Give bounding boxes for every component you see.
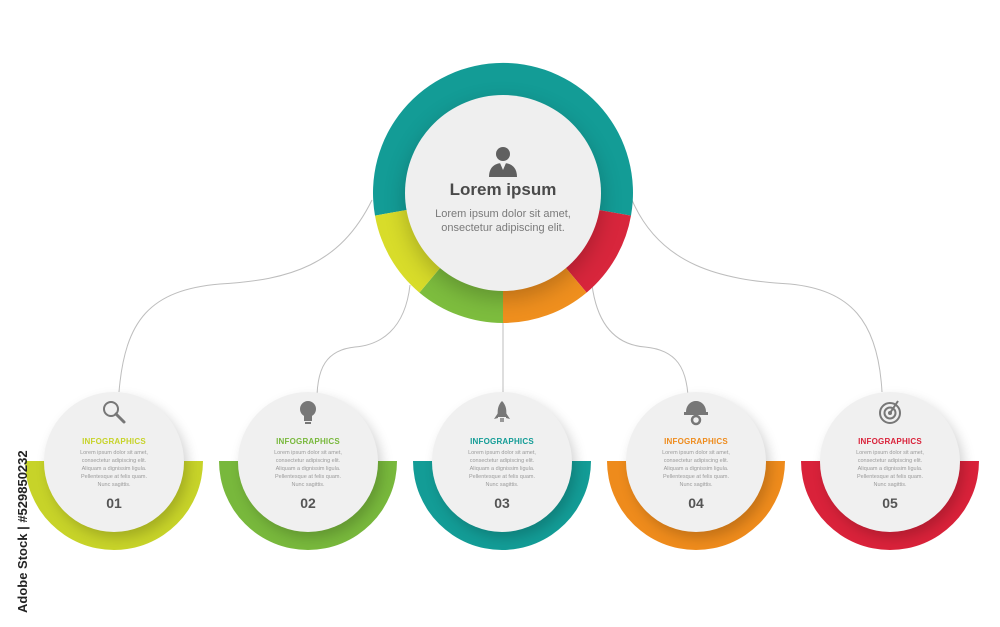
connector-4 <box>591 284 689 396</box>
node-circle-2: INFOGRAPHICS Lorem ipsum dolor sit amet,… <box>238 392 378 532</box>
node-text-line: Aliquam a dignissim ligula. <box>663 466 729 472</box>
connector-lines <box>118 199 883 396</box>
node-text-line: Nunc sagittis. <box>291 482 325 488</box>
node-text-line: Nunc sagittis. <box>679 482 713 488</box>
node-label: INFOGRAPHICS <box>858 437 922 446</box>
node-text-line: Aliquam a dignissim ligula. <box>469 466 535 472</box>
node-number: 05 <box>882 495 898 511</box>
node-number: 01 <box>106 495 122 511</box>
central-text-line: Lorem ipsum dolor sit amet, <box>435 208 571 220</box>
connector-5 <box>631 199 883 393</box>
watermark-text: Adobe Stock | #529850232 <box>15 450 30 613</box>
lightbulb-icon <box>300 401 316 424</box>
central-circle: Lorem ipsum Lorem ipsum dolor sit amet, … <box>405 95 601 291</box>
node-text: Lorem ipsum dolor sit amet, consectetur … <box>68 449 160 489</box>
node-text-line: Nunc sagittis. <box>485 482 519 488</box>
node-text-line: Lorem ipsum dolor sit amet, <box>856 450 924 456</box>
node-circle-3: INFOGRAPHICS Lorem ipsum dolor sit amet,… <box>432 392 572 532</box>
connector-2 <box>316 284 411 396</box>
node-circle-1: INFOGRAPHICS Lorem ipsum dolor sit amet,… <box>44 392 184 532</box>
node-text-line: Lorem ipsum dolor sit amet, <box>80 450 148 456</box>
node-text-line: consectetur adipiscing elit. <box>663 458 729 464</box>
node-text: Lorem ipsum dolor sit amet, consectetur … <box>650 449 742 489</box>
node-text-line: Pellentesque at felis quam. <box>856 474 924 480</box>
node-text-line: consectetur adipiscing elit. <box>469 458 535 464</box>
node-number: 02 <box>300 495 316 511</box>
node-text-line: Pellentesque at felis quam. <box>468 474 536 480</box>
node-label: INFOGRAPHICS <box>82 437 146 446</box>
node-text-line: consectetur adipiscing elit. <box>275 458 341 464</box>
node-text: Lorem ipsum dolor sit amet, consectetur … <box>844 449 936 489</box>
node-number: 03 <box>494 495 510 511</box>
node-text-line: Pellentesque at felis quam. <box>274 474 342 480</box>
node-text-line: Nunc sagittis. <box>97 482 131 488</box>
central-text-line: onsectetur adipiscing elit. <box>441 222 565 234</box>
node-text-line: Aliquam a dignissim ligula. <box>275 466 341 472</box>
connector-1 <box>118 199 373 393</box>
node-label: INFOGRAPHICS <box>276 437 340 446</box>
node-text-line: Nunc sagittis. <box>873 482 907 488</box>
node-text: Lorem ipsum dolor sit amet, consectetur … <box>262 449 354 489</box>
stock-watermark: Adobe Stock | #529850232 <box>12 385 32 615</box>
node-circle-4: INFOGRAPHICS Lorem ipsum dolor sit amet,… <box>626 392 766 532</box>
rocket-icon <box>494 401 510 422</box>
node-text-line: Lorem ipsum dolor sit amet, <box>274 450 342 456</box>
node-label: INFOGRAPHICS <box>470 437 534 446</box>
central-text: Lorem ipsum dolor sit amet, onsectetur a… <box>423 207 583 235</box>
helmet-gear-icon <box>684 401 708 426</box>
node-text-line: consectetur adipiscing elit. <box>81 458 147 464</box>
person-icon <box>489 147 517 177</box>
node-text: Lorem ipsum dolor sit amet, consectetur … <box>456 449 548 489</box>
node-text-line: consectetur adipiscing elit. <box>857 458 923 464</box>
node-text-line: Pellentesque at felis quam. <box>662 474 730 480</box>
node-text-line: Aliquam a dignissim ligula. <box>857 466 923 472</box>
node-label: INFOGRAPHICS <box>664 437 728 446</box>
node-text-line: Lorem ipsum dolor sit amet, <box>468 450 536 456</box>
central-title: Lorem ipsum <box>449 180 557 199</box>
magnifier-icon <box>103 401 126 424</box>
node-number: 04 <box>688 495 704 511</box>
target-icon <box>879 400 901 424</box>
node-text-line: Aliquam a dignissim ligula. <box>81 466 147 472</box>
node-text-line: Pellentesque at felis quam. <box>80 474 148 480</box>
node-text-line: Lorem ipsum dolor sit amet, <box>662 450 730 456</box>
node-circle-5: INFOGRAPHICS Lorem ipsum dolor sit amet,… <box>820 392 960 532</box>
